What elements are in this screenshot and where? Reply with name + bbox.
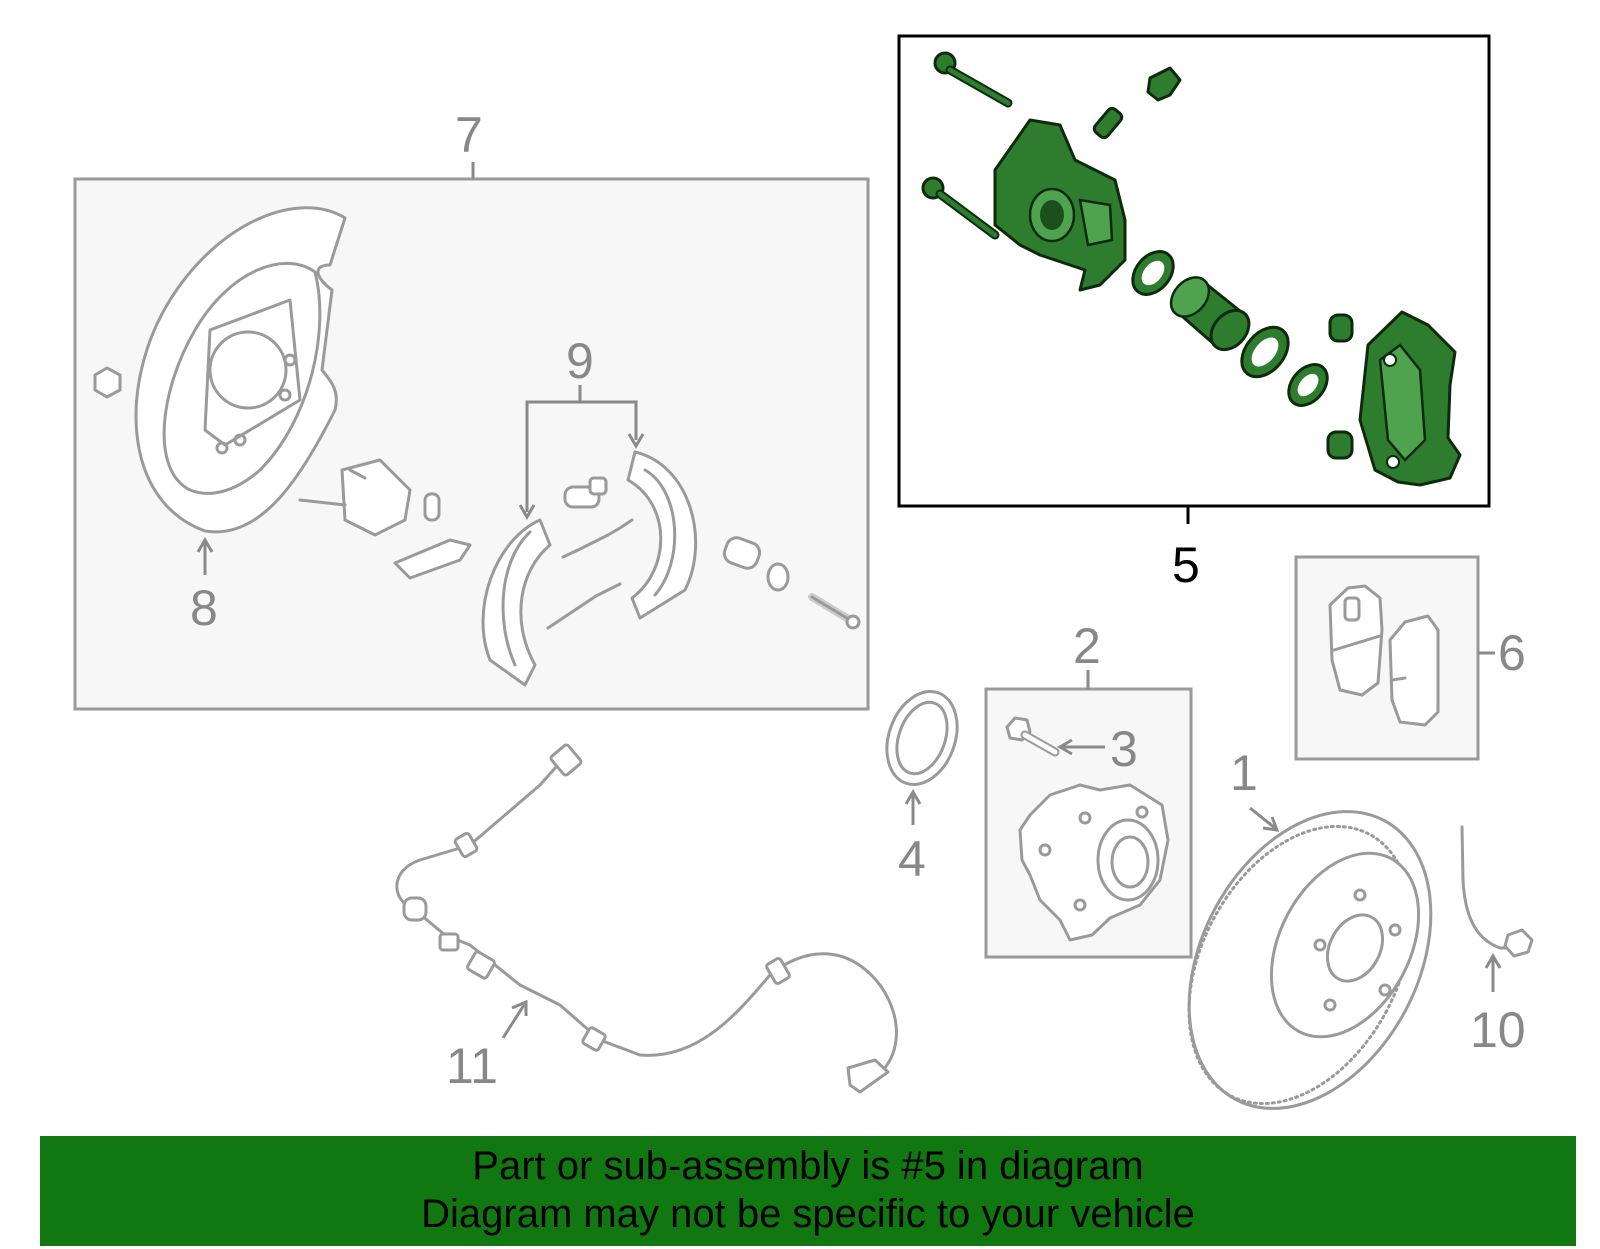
guide-pin-boot-lower-part[interactable] [1326, 430, 1354, 460]
wheel-hub-part[interactable] [1018, 783, 1170, 942]
part-11-abs-sensor[interactable]: 11 [395, 743, 898, 1094]
callout-2: 2 [1073, 618, 1101, 674]
callout-9: 9 [566, 333, 594, 389]
group-2-hub-assembly[interactable]: 2 3 [984, 618, 1193, 959]
group-7-backing-plate-assembly[interactable]: 7 8 9 [73, 107, 870, 711]
brake-shoe-left-part[interactable] [481, 518, 552, 687]
hub-bolt-part[interactable] [1005, 716, 1060, 757]
callout-3: 3 [1110, 721, 1138, 777]
callout-10: 10 [1470, 1002, 1526, 1058]
callout-1: 1 [1230, 745, 1258, 801]
caliper-housing-part[interactable] [993, 118, 1127, 292]
guide-pin-boot-upper-part[interactable] [1328, 313, 1354, 343]
brake-pad-left-part[interactable] [1328, 584, 1384, 697]
callout-6: 6 [1498, 625, 1526, 681]
banner-line-disclaimer: Diagram may not be specific to your vehi… [421, 1192, 1195, 1236]
piston-part[interactable] [1163, 270, 1256, 357]
brake-shoe-right-part[interactable] [626, 450, 698, 620]
caliper-bolt-upper-part[interactable] [933, 51, 1013, 108]
bracket-clip-part[interactable] [1146, 66, 1182, 102]
piston-seal-part[interactable] [1125, 244, 1182, 303]
hardware-kit-part[interactable] [722, 535, 861, 630]
part-10-brake-hose-bracket[interactable]: 10 [1460, 825, 1534, 1058]
brake-pad-right-part[interactable] [1388, 614, 1440, 727]
caliper-bracket-part[interactable] [1358, 310, 1462, 487]
bleeder-screw-part[interactable] [1092, 106, 1124, 140]
shoe-springs-part[interactable] [546, 476, 634, 630]
part-1-brake-rotor[interactable]: 1 [1140, 745, 1479, 1150]
callout-4: 4 [898, 831, 926, 887]
hex-nut-part[interactable] [93, 366, 122, 399]
dust-boot-part[interactable] [1232, 318, 1297, 385]
caliper-bolt-lower-part[interactable] [921, 176, 1000, 240]
banner-line-part-number: Part or sub-assembly is #5 in diagram [472, 1144, 1144, 1188]
backing-plate-part[interactable] [134, 206, 347, 534]
notice-banner: Part or sub-assembly is #5 in diagram Di… [40, 1136, 1576, 1246]
callout-7: 7 [455, 107, 483, 163]
seal-ring-part[interactable] [1281, 357, 1335, 413]
group-6-brake-pads[interactable]: 6 [1294, 555, 1526, 761]
group-5-caliper-assembly[interactable]: 5 [897, 34, 1491, 593]
parking-brake-lever-part[interactable] [298, 458, 472, 580]
part-4-seal-ring[interactable]: 4 [875, 682, 970, 887]
callout-11: 11 [446, 1038, 498, 1094]
callout-8: 8 [190, 580, 218, 636]
callout-5: 5 [1172, 537, 1200, 593]
